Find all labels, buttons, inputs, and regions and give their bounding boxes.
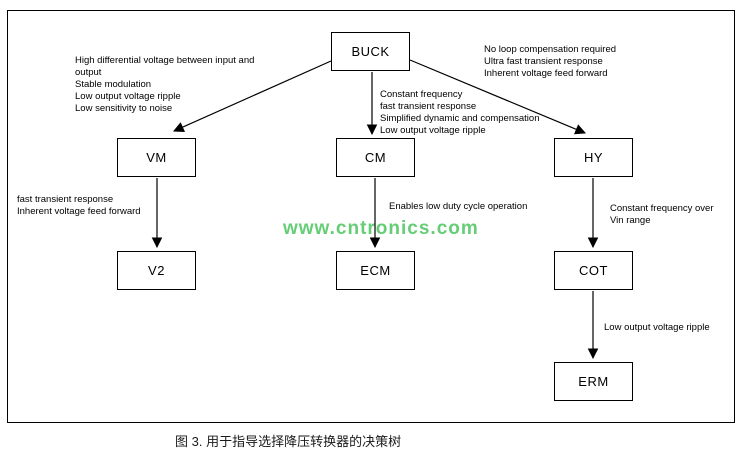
annotation-buck-to-hy: No loop compensation required Ultra fast… (484, 44, 617, 79)
node-buck: BUCK (331, 32, 410, 71)
node-erm: ERM (554, 362, 633, 401)
figure-caption: 图 3. 用于指导选择降压转换器的决策树 (175, 434, 402, 449)
annotation-cm-to-ecm: Enables low duty cycle operation (389, 201, 528, 212)
node-cot: COT (554, 251, 633, 290)
annotation-vm-to-v2: fast transient response Inherent voltage… (17, 194, 141, 217)
node-hy: HY (554, 138, 633, 177)
annotation-cot-to-erm: Low output voltage ripple (604, 322, 710, 333)
node-cm: CM (336, 138, 415, 177)
watermark-text: www.cntronics.com (283, 218, 479, 239)
diagram-border (7, 10, 735, 423)
node-v2: V2 (117, 251, 196, 290)
annotation-buck-to-cm: Constant frequency fast transient respon… (380, 89, 540, 136)
node-vm: VM (117, 138, 196, 177)
annotation-hy-to-cot: Constant frequency over Vin range (610, 203, 714, 226)
node-ecm: ECM (336, 251, 415, 290)
annotation-buck-to-vm: High differential voltage between input … (75, 55, 255, 114)
